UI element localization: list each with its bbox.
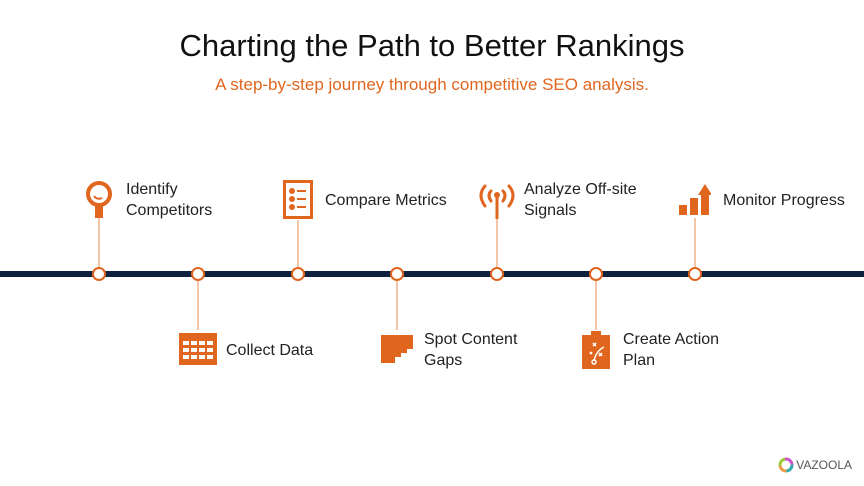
- vazoola-logo-icon: [778, 457, 794, 473]
- connector: [694, 218, 696, 268]
- timeline-node: [390, 267, 404, 281]
- timeline-node: [191, 267, 205, 281]
- timeline-line: [0, 271, 864, 277]
- connector: [297, 220, 299, 268]
- magnifier-icon: [86, 181, 112, 218]
- timeline-node: [92, 267, 106, 281]
- logo-text: VAZOOLA: [796, 458, 852, 472]
- timeline-node: [688, 267, 702, 281]
- checklist-icon: [283, 180, 313, 219]
- growth-chart-icon: [679, 184, 711, 215]
- connector: [396, 280, 398, 330]
- step-label-monitor-progress: Monitor Progress: [723, 192, 845, 209]
- timeline-node: [589, 267, 603, 281]
- clipboard-plan-icon: [582, 331, 610, 369]
- puzzle-icon: [381, 335, 413, 363]
- timeline-node: [291, 267, 305, 281]
- step-label-collect-data: Collect Data: [226, 342, 314, 359]
- connector: [197, 280, 199, 330]
- page-title: Charting the Path to Better Rankings: [179, 28, 685, 63]
- table-icon: [179, 333, 217, 365]
- connector: [595, 280, 597, 330]
- connector: [496, 218, 498, 268]
- timeline-node: [490, 267, 504, 281]
- antenna-icon: [479, 184, 515, 219]
- subtitle: A step-by-step journey through competiti…: [215, 75, 649, 94]
- step-label-compare-metrics: Compare Metrics: [325, 192, 447, 209]
- connector: [98, 218, 100, 268]
- vazoola-logo: VAZOOLA: [778, 457, 852, 473]
